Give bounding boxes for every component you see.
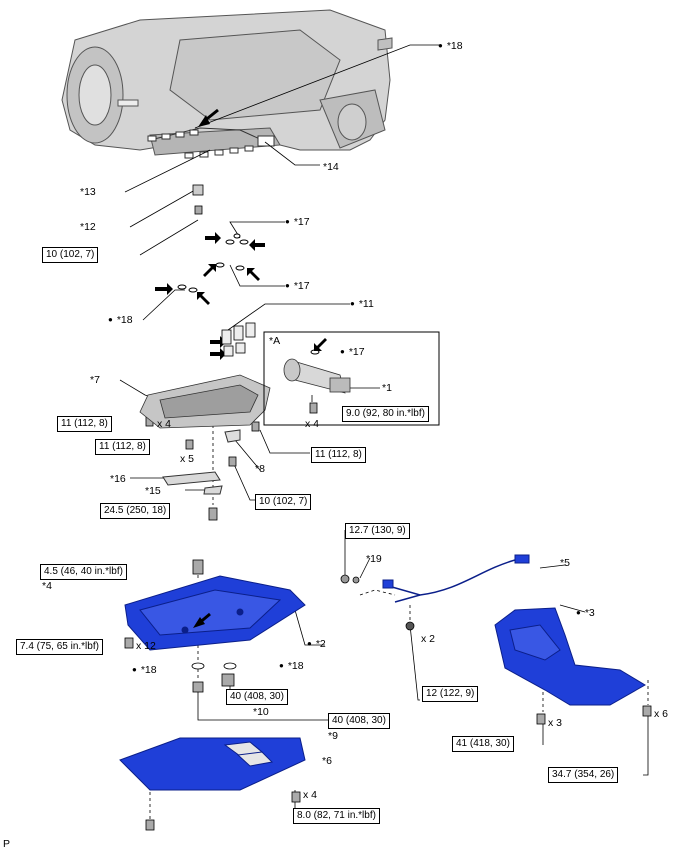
inset-box <box>263 331 440 426</box>
filter-plate <box>203 485 223 495</box>
solenoid-assembly <box>283 358 351 394</box>
callout-18-right: *18 <box>279 660 304 673</box>
callout-10: *10 <box>253 706 269 718</box>
callout-17-a: *17 <box>285 216 310 229</box>
detent-spring <box>224 429 241 443</box>
callout-1: *1 <box>382 382 392 394</box>
callout-12: *12 <box>80 221 96 233</box>
quantity-label: x 4 <box>303 789 318 801</box>
callout-2: *2 <box>307 638 326 651</box>
callout-13: *13 <box>80 186 96 198</box>
torque-spec: 7.4 (75, 65 in.*lbf) <box>16 639 103 655</box>
solenoid-valves <box>221 322 256 357</box>
torque-spec: 12.7 (130, 9) <box>345 523 410 539</box>
footer-code: P <box>3 838 11 850</box>
torque-spec: 24.5 (250, 18) <box>100 503 171 519</box>
callout-18-mid: *18 <box>108 314 133 327</box>
torque-spec: 11 (112, 8) <box>95 439 150 455</box>
fasteners <box>124 184 652 831</box>
callout-14: *14 <box>323 161 339 173</box>
quantity-label: x 12 <box>136 640 156 652</box>
callout-11: *11 <box>350 298 374 311</box>
torque-spec: 10 (102, 7) <box>42 247 99 263</box>
callout-18-left: *18 <box>132 664 157 677</box>
valve-body <box>139 374 271 429</box>
wire-harness <box>147 127 275 159</box>
callout-3: *3 <box>576 607 595 620</box>
quantity-label: x 3 <box>548 717 563 729</box>
torque-spec: 9.0 (92, 80 in.*lbf) <box>342 406 429 422</box>
oil-pan <box>124 575 306 651</box>
shift-cable <box>384 559 516 603</box>
quantity-label: x 4 <box>305 418 320 430</box>
quantity-label: x 2 <box>421 633 436 645</box>
torque-spec: 40 (408, 30) <box>226 689 288 705</box>
filter-gasket <box>162 471 221 486</box>
callout-9: *9 <box>328 730 338 742</box>
arrow-indicator-icon <box>198 115 210 127</box>
callout-17-b: *17 <box>285 280 310 293</box>
torque-spec: 11 (112, 8) <box>57 416 112 432</box>
arrow-indicator-icons <box>155 232 327 360</box>
engine-under-cover <box>119 737 306 791</box>
callout-4: *4 <box>42 580 52 592</box>
o-rings <box>177 233 320 355</box>
torque-spec: 40 (408, 30) <box>328 713 390 729</box>
callout-15: *15 <box>145 485 161 497</box>
callout-7: *7 <box>90 374 100 386</box>
callout-8: *8 <box>255 463 265 475</box>
callout-17-inset: *17 <box>340 346 365 359</box>
callout-18-top: *18 <box>438 40 463 53</box>
callout-6: *6 <box>322 755 332 767</box>
torque-spec: 4.5 (46, 40 in.*lbf) <box>40 564 127 580</box>
leader-lines <box>119 44 649 808</box>
torque-spec: 10 (102, 7) <box>255 494 312 510</box>
torque-spec: 12 (122, 9) <box>422 686 479 702</box>
transfer-case-cover <box>494 607 646 706</box>
quantity-label: x 5 <box>180 453 195 465</box>
quantity-label: x 6 <box>654 708 669 720</box>
torque-spec: 34.7 (354, 26) <box>548 767 619 783</box>
torque-spec: 8.0 (82, 71 in.*lbf) <box>293 808 380 824</box>
callout-19: *19 <box>366 553 382 565</box>
arrow-indicator-icon <box>193 617 205 628</box>
callout-16: *16 <box>110 473 126 485</box>
cable-fittings <box>382 554 530 589</box>
torque-spec: 41 (418, 30) <box>452 736 514 752</box>
quantity-label: x 4 <box>157 418 172 430</box>
callout-5: *5 <box>560 557 570 569</box>
callout-A: *A <box>269 335 281 347</box>
transmission-assembly <box>61 9 393 156</box>
torque-spec: 11 (112, 8) <box>311 447 366 463</box>
